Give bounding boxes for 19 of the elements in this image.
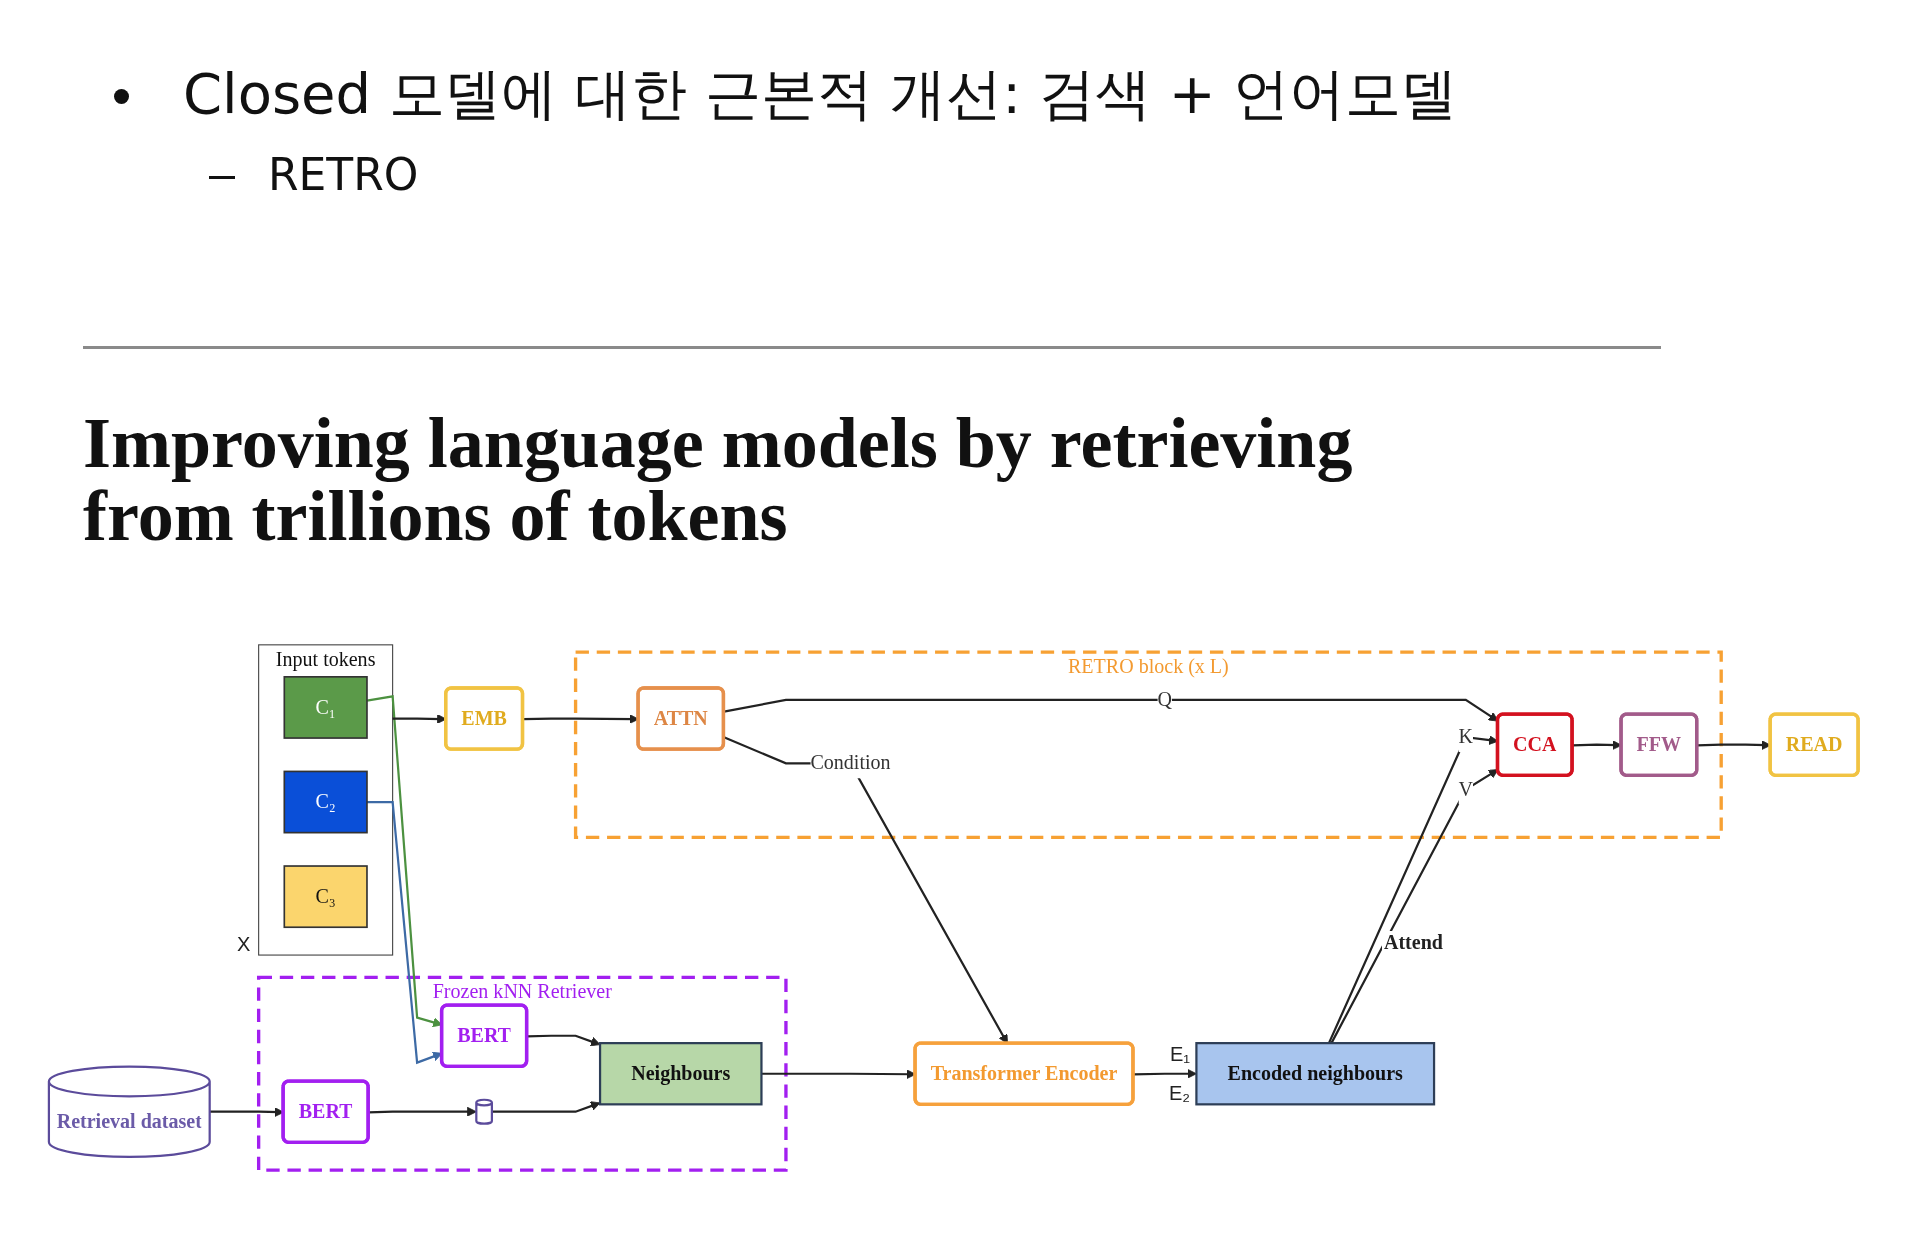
node-box: C₃ <box>283 865 368 929</box>
arrow <box>527 1034 601 1047</box>
subtopic-text: RETRO <box>268 148 419 201</box>
node-box: Neighbours <box>598 1042 763 1106</box>
node-box: C₁ <box>283 676 368 739</box>
arrow <box>491 1101 601 1113</box>
edge-label: Condition <box>810 751 891 774</box>
slide-title: Closed 모델에 대한 근본적 개선: 검색 + 언어모델 <box>183 60 1458 128</box>
paper-title: Improving language models by retrieving from trillions of tokens <box>83 407 1354 553</box>
row-label: E₂ <box>1169 1082 1191 1104</box>
variable-label: X <box>237 933 251 955</box>
edge-label: Q <box>1157 688 1172 711</box>
node-box: Encoded neighbours <box>1195 1042 1436 1106</box>
node-cylinder <box>475 1098 493 1125</box>
arrow <box>1133 1068 1197 1079</box>
edge-label: V <box>1458 777 1474 801</box>
node-box: C₂ <box>283 770 368 834</box>
edge-label: K <box>1458 725 1474 748</box>
row-label: E₁ <box>1170 1043 1191 1065</box>
